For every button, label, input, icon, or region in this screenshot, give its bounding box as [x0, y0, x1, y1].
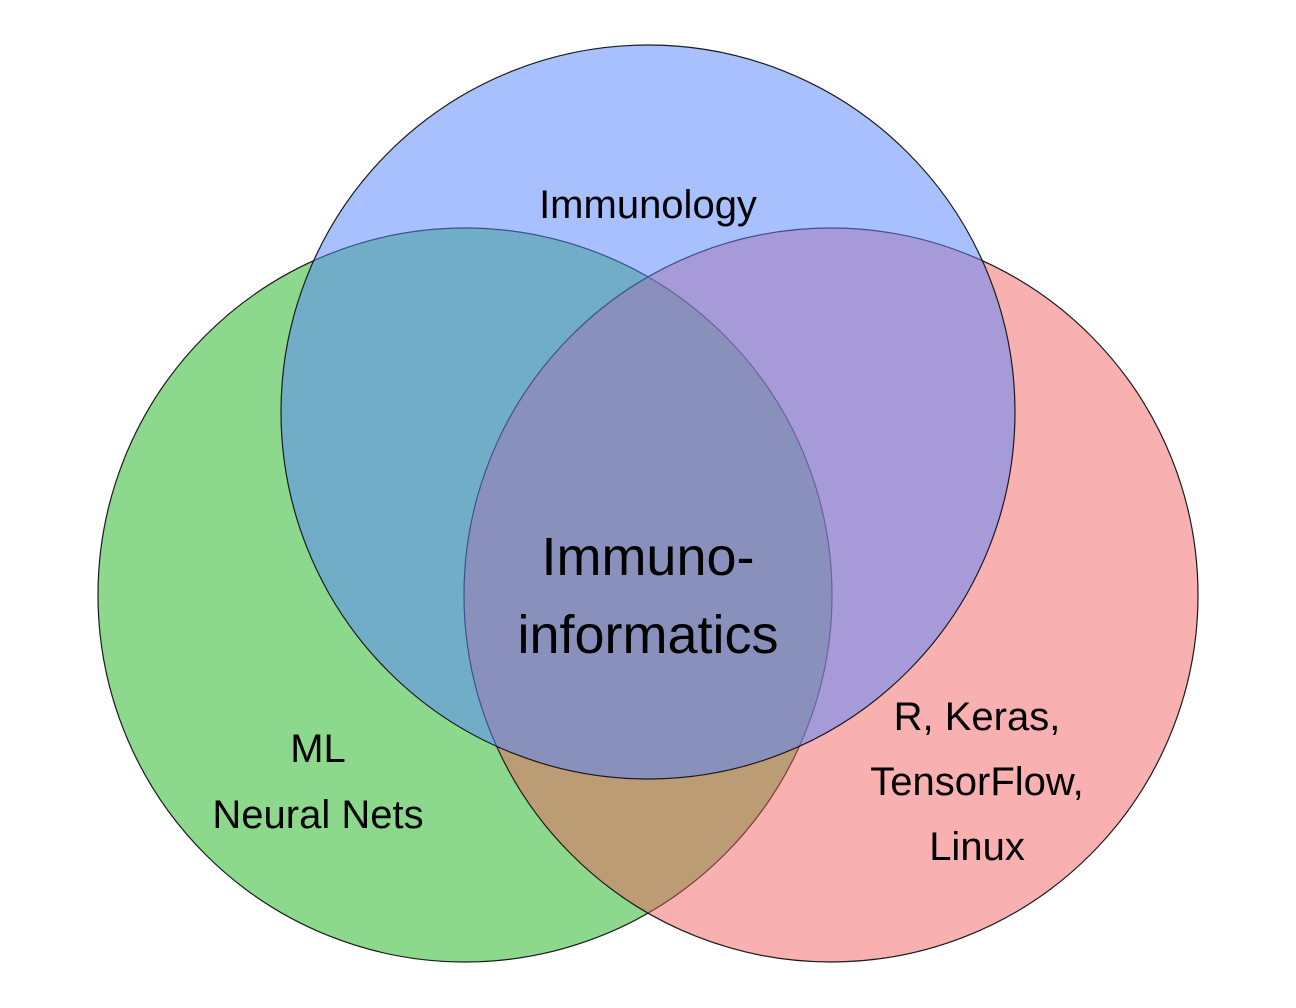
tensorflow-label: TensorFlow, — [870, 760, 1083, 804]
linux-label: Linux — [929, 825, 1025, 869]
neural-nets-label: Neural Nets — [212, 793, 423, 837]
r-keras-label: R, Keras, — [894, 695, 1061, 739]
immuno-label: Immuno- — [541, 527, 754, 587]
blue-circle — [280, 44, 1016, 780]
immunology-label: Immunology — [539, 183, 757, 227]
ml-label: ML — [290, 727, 346, 771]
informatics-label: informatics — [517, 605, 778, 665]
